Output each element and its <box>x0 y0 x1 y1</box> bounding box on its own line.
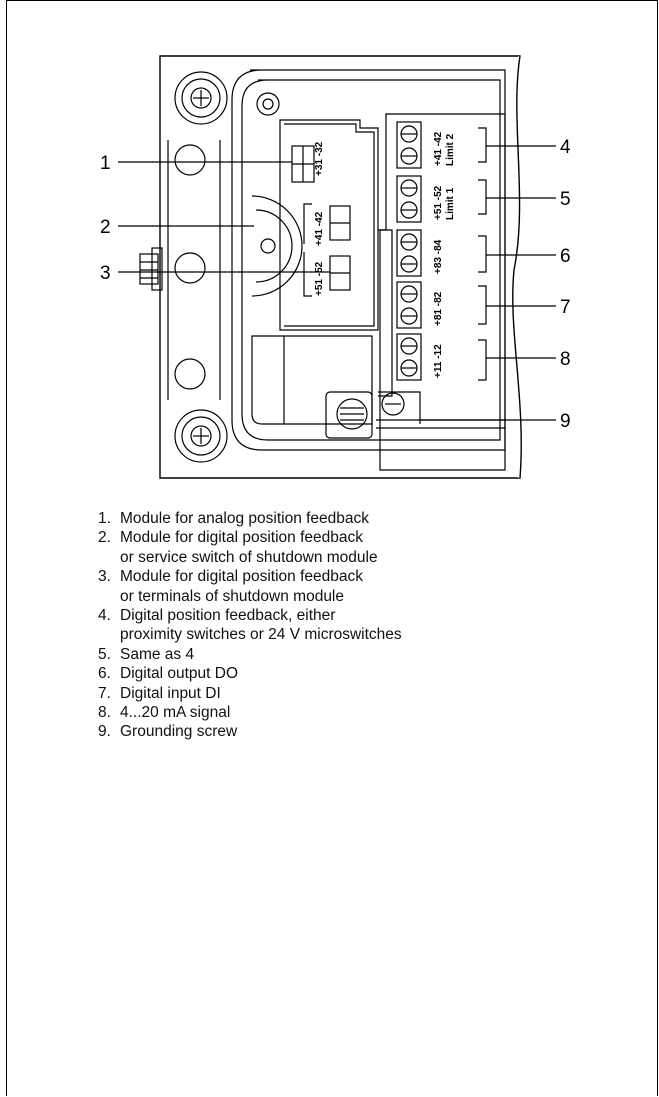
legend-item: 8. 4...20 mA signal <box>98 703 402 722</box>
side-bolt <box>139 247 163 291</box>
legend-number: 8. <box>98 704 111 722</box>
legend-text: proximity switches or 24 V microswitches <box>120 626 402 644</box>
legend-number: 6. <box>98 665 111 683</box>
legend-text: Digital output DO <box>120 665 239 683</box>
terminal-5-label-1: +51 -52 <box>433 185 444 220</box>
leader-lines <box>118 145 556 421</box>
legend-item: 3. Module for digital position feedback … <box>98 567 402 606</box>
legend-item: 5. Same as 4 <box>98 645 402 664</box>
legend-item: 2. Module for digital position feedback … <box>98 528 402 567</box>
legend-text: Module for analog position feedback <box>120 510 370 527</box>
grounding-screw <box>325 391 505 439</box>
corner-screw-top <box>174 71 228 125</box>
terminal-7-label: +81 -82 <box>433 291 444 326</box>
legend-text: Digital position feedback, either <box>120 607 336 625</box>
housing-outline <box>159 55 522 479</box>
callout-8: 8 <box>560 349 571 370</box>
corner-screw-bottom <box>174 409 228 463</box>
digital-lower-module-label: +51 -52 <box>314 261 325 296</box>
page-frame <box>6 0 658 1096</box>
callout-1: 1 <box>100 153 111 174</box>
legend-number: 1. <box>98 510 111 527</box>
legend-text: Digital input DI <box>120 684 221 702</box>
lower-cavity <box>251 335 373 425</box>
legend-text: Grounding screw <box>120 723 238 741</box>
terminal-4-label-2: Limit 2 <box>445 133 456 166</box>
terminal-8-label: +11 -12 <box>433 344 444 378</box>
callout-2: 2 <box>100 217 111 238</box>
terminal-block-5 <box>396 175 422 223</box>
terminal-4-label-1: +41 -42 <box>433 131 444 166</box>
terminal-housing-figure: +31 -32 +41 -42 +51 -52 +41 -42 Limit 2 … <box>0 0 659 490</box>
callout-6: 6 <box>560 246 571 267</box>
legend-item: 4. Digital position feedback, either pro… <box>98 606 402 645</box>
callout-9: 9 <box>560 411 571 432</box>
callout-7: 7 <box>560 297 571 318</box>
legend-number: 2. <box>98 529 111 547</box>
legend-text: Module for digital position feedback <box>120 568 363 586</box>
legend-number: 7. <box>98 684 111 702</box>
legend-item: 1. Module for analog position feedback <box>98 509 402 528</box>
legend-text: or terminals of shutdown module <box>120 587 345 605</box>
legend-item: 6. Digital output DO <box>98 664 402 683</box>
callout-5: 5 <box>560 189 571 210</box>
legend-number: 5. <box>98 645 111 663</box>
legend-number: 3. <box>98 568 111 586</box>
legend-item: 9. Grounding screw <box>98 722 402 741</box>
callout-brackets <box>478 127 487 381</box>
legend-list: 1. Module for analog position feedback 2… <box>98 509 402 742</box>
analog-module-label: +31 -32 <box>314 141 325 176</box>
legend-text: Same as 4 <box>120 645 195 663</box>
legend-text: or service switch of shutdown module <box>120 548 378 566</box>
callout-4: 4 <box>560 137 571 158</box>
terminal-6-label: +83 -84 <box>433 239 444 274</box>
terminal-block-8 <box>396 333 422 381</box>
legend-number: 9. <box>98 723 111 741</box>
legend-number: 4. <box>98 607 111 625</box>
terminal-block-4 <box>396 121 422 169</box>
callout-3: 3 <box>100 263 111 284</box>
legend-text: Module for digital position feedback <box>120 529 363 547</box>
terminal-block-6 <box>396 229 422 277</box>
mounting-holes <box>174 144 206 390</box>
terminal-block-7 <box>396 281 422 329</box>
main-board <box>251 119 379 331</box>
digital-upper-module-label: +41 -42 <box>314 211 325 246</box>
pcb-screw <box>256 92 280 116</box>
terminal-5-label-2: Limit 1 <box>445 187 456 220</box>
legend-text: 4...20 mA signal <box>120 704 231 722</box>
legend-item: 7. Digital input DI <box>98 684 402 703</box>
